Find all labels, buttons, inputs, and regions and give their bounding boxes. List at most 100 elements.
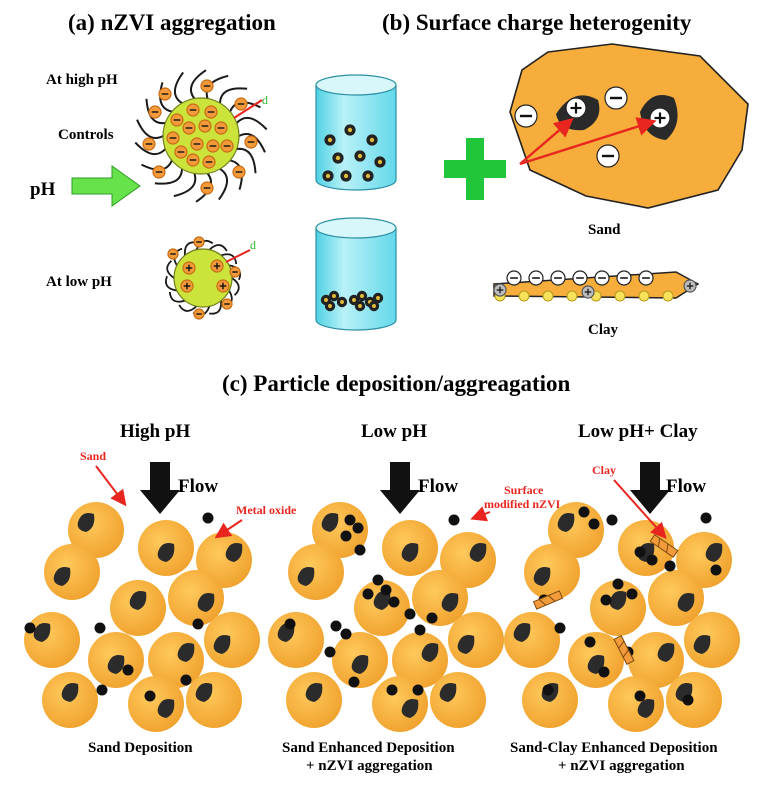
negative-charge [202, 155, 216, 169]
nzvi-particle [330, 620, 342, 632]
negative-charge [594, 270, 610, 286]
clay-platelet [613, 635, 635, 665]
negative-charge [572, 270, 588, 286]
metal-oxide-patch [225, 543, 243, 562]
nzvi-particle [366, 134, 378, 146]
negative-charge [220, 139, 234, 153]
low-ph-label: At low pH [46, 274, 112, 290]
nzvi-particle [634, 690, 646, 702]
negative-charge [214, 121, 228, 135]
column-heading-low-ph: Low pH [361, 421, 427, 442]
charge-arrow [519, 117, 574, 165]
nzvi-particle [374, 156, 386, 168]
metal-oxide-patch [401, 699, 419, 718]
caption-low-ph-1: Sand Enhanced Deposition [282, 740, 455, 756]
nzvi-particle [372, 574, 384, 586]
nzvi-particle [614, 290, 626, 302]
nzvi-particle [94, 622, 106, 634]
positive-charge [210, 259, 224, 273]
positive-charge [581, 285, 595, 299]
nzvi-particle [322, 170, 334, 182]
negative-charge [514, 104, 538, 128]
polymer-chain [208, 244, 228, 252]
negative-charge [193, 236, 205, 248]
positive-charge [649, 107, 671, 129]
caption-low-ph-clay-1: Sand-Clay Enhanced Deposition [510, 740, 718, 756]
sand-grain [288, 544, 344, 600]
polymer-chain [154, 168, 183, 185]
negative-charge [198, 119, 212, 133]
metal-oxide-patch [513, 623, 531, 642]
metal-oxide-patch [705, 543, 723, 562]
flow-label-1: Flow [178, 476, 218, 497]
sand-grain [608, 676, 664, 732]
nzvi-particle [606, 514, 618, 526]
negative-charge [221, 298, 233, 310]
clay-label: Clay [588, 322, 619, 338]
polymer-chain [236, 147, 257, 174]
polymer-chain [231, 277, 240, 296]
nzvi-particle [612, 578, 624, 590]
metal-oxide-patch [77, 513, 95, 532]
metal-oxide-patch [177, 643, 195, 662]
negative-charge [170, 113, 184, 127]
nzvi-particle [554, 622, 566, 634]
diameter-line-low [225, 249, 251, 263]
nzvi-particle [324, 134, 336, 146]
nzvi-particle [24, 622, 36, 634]
metal-oxide-patch [693, 635, 711, 654]
polymer-chain [145, 98, 166, 125]
negative-charge [152, 165, 166, 179]
caption-high-ph: Sand Deposition [88, 740, 193, 756]
nzvi-particle [180, 674, 192, 686]
nzvi-particle [202, 512, 214, 524]
negative-charge [166, 131, 180, 145]
polymer-chain [136, 119, 164, 139]
sand-grain [24, 612, 80, 668]
flow-arrow [630, 462, 670, 514]
negative-charge [167, 248, 179, 260]
sand-grain [204, 612, 260, 668]
nzvi-particle [344, 124, 356, 136]
sand-grain [412, 570, 468, 626]
nzvi-particle [588, 518, 600, 530]
negative-charge [158, 87, 172, 101]
nzvi-particle [354, 150, 366, 162]
sand-grain [524, 544, 580, 600]
metal-oxide-patch [657, 643, 675, 662]
negative-charge [204, 105, 218, 119]
sand-grain [186, 672, 242, 728]
positive-charge [493, 283, 507, 297]
nzvi-particle [336, 296, 348, 308]
nzvi-particle [340, 530, 352, 542]
nzvi-particle [566, 290, 578, 302]
nzvi-particle [362, 170, 374, 182]
controls-label: Controls [58, 127, 114, 143]
nzvi-particle [356, 290, 368, 302]
polymer-chain [220, 253, 238, 265]
negative-charge [596, 144, 620, 168]
negative-charge [186, 153, 200, 167]
metal-oxide-patch [557, 513, 575, 532]
nzvi-particle [646, 554, 658, 566]
positive-charge [565, 97, 587, 119]
charge-arrow [519, 117, 657, 166]
panel-b-title: (b) Surface charge heterogenity [382, 10, 692, 35]
negative-charge [234, 97, 248, 111]
nzvi-particle [662, 290, 674, 302]
metal-oxide-patch [401, 543, 419, 562]
metal-oxide-patch [157, 543, 175, 562]
metal-oxide-patch [213, 635, 231, 654]
positive-charge [180, 279, 194, 293]
negative-charge [186, 103, 200, 117]
panel-c: High pH Low pH Low pH+ Clay Flow Flow Fl… [24, 421, 740, 774]
sand-grain [44, 544, 100, 600]
negative-charge [193, 308, 205, 320]
nzvi-particle-high-ph: d [134, 69, 268, 203]
sand-grain [666, 672, 722, 728]
positive-charge [683, 279, 697, 293]
beaker-dispersed [315, 74, 397, 191]
nzvi-particle [682, 694, 694, 706]
metal-oxide-patch [469, 543, 487, 562]
